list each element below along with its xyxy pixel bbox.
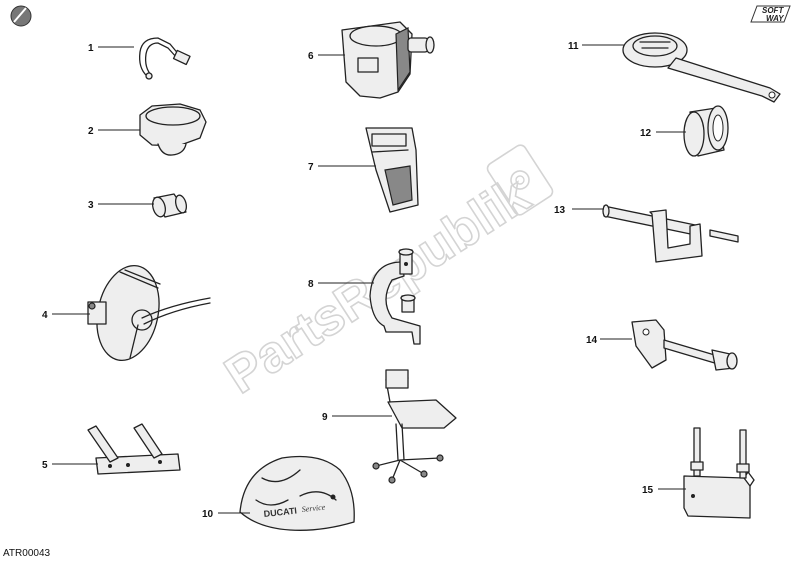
tool-1-bent-rod	[139, 37, 191, 80]
callout-10: 10	[202, 509, 214, 520]
callout-11: 14	[586, 335, 598, 346]
softway-logo: SOFT WAY	[750, 5, 791, 23]
tool-12-ring-spanner	[622, 32, 781, 103]
callout-4: 4	[42, 310, 48, 321]
tool-4-degree-wheel	[87, 264, 211, 362]
tool-2-octagon-socket	[139, 103, 207, 156]
watermark-gear-icon	[486, 144, 554, 216]
tool-15-plate-studs	[683, 427, 755, 519]
tool-13-ring-collar	[683, 105, 729, 157]
tool-9-service-stand	[372, 369, 457, 484]
callout-6: 6	[308, 51, 314, 62]
tool-6-gauge-housing	[341, 21, 435, 99]
drawing-code: ATR00043	[3, 548, 51, 559]
callout-1: 1	[88, 43, 94, 54]
callout-14: 13	[554, 205, 566, 216]
logo-line1: SOFT	[762, 6, 784, 15]
tool-7-handheld-tester	[365, 127, 419, 213]
callout-13: 12	[640, 128, 652, 139]
callout-3: 3	[88, 200, 94, 211]
tool-3-cylinder	[152, 193, 188, 218]
tool-5-bracket	[87, 423, 181, 475]
tool-10-ducati-cover: DUCATI Service	[239, 455, 355, 531]
callout-5: 5	[42, 460, 48, 471]
cover-service-text: Service	[301, 503, 326, 514]
logo-line2: WAY	[766, 14, 784, 23]
section-marker-icon	[10, 5, 32, 27]
callout-9: 9	[322, 412, 328, 423]
callout-12: 11	[568, 41, 579, 52]
callout-7: 7	[308, 162, 314, 173]
tool-11-puller-bolt	[631, 319, 738, 371]
callout-2: 2	[88, 126, 94, 137]
callout-8: 8	[308, 279, 314, 290]
tool-14-puller-bridge	[602, 204, 739, 263]
callout-15: 15	[642, 485, 654, 496]
cover-brand-text: DUCATI	[263, 506, 297, 519]
tool-8-clamp-fixture	[369, 248, 421, 345]
